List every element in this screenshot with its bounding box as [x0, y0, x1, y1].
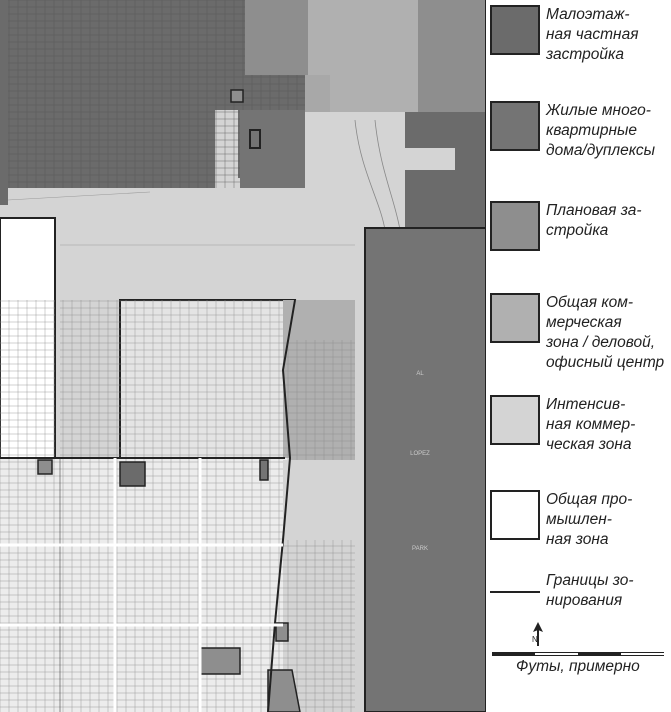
- park-label-park: PARK: [412, 546, 428, 552]
- legend-swatch: [490, 293, 540, 343]
- legend-label: Общая про- мышлен- ная зона: [546, 491, 633, 548]
- zoning-boundary-line: [267, 299, 296, 712]
- legend-label: Границы зо- нирования: [546, 572, 634, 609]
- legend-swatch: [490, 490, 540, 540]
- legend: Малоэтаж- ная частная застройка Жилые мн…: [486, 0, 671, 712]
- zoning-map: AL LOPEZ PARK: [0, 0, 486, 712]
- multi-family-zone-right: [405, 112, 486, 232]
- north-arrow-icon: N: [532, 622, 543, 646]
- legend-label: Общая ком- мерческая зона / деловой, офи…: [546, 294, 665, 371]
- planned-lot: [230, 89, 244, 103]
- park-label-lopez: LOPEZ: [410, 451, 430, 457]
- legend-label: Интенсив- ная коммер- ческая зона: [546, 396, 636, 453]
- boundary-line-sample: [490, 591, 540, 593]
- scale-label: Футы, примерно: [516, 658, 640, 675]
- scale-bar: [492, 652, 664, 656]
- legend-label: Жилые много- квартирные дома/дуплексы: [546, 102, 656, 159]
- legend-swatch: [490, 101, 540, 151]
- svg-text:N: N: [532, 635, 538, 644]
- legend-swatch: [490, 395, 540, 445]
- planned-development-zone-right: [418, 0, 486, 112]
- park-zone: [364, 227, 486, 712]
- legend-swatch: [490, 5, 540, 55]
- legend-swatch: [490, 201, 540, 251]
- legend-label: Плановая за- стройка: [546, 202, 642, 239]
- park-label-al: AL: [416, 371, 424, 377]
- legend-label: Малоэтаж- ная частная застройка: [546, 6, 639, 63]
- planned-lot-outline: [249, 129, 261, 149]
